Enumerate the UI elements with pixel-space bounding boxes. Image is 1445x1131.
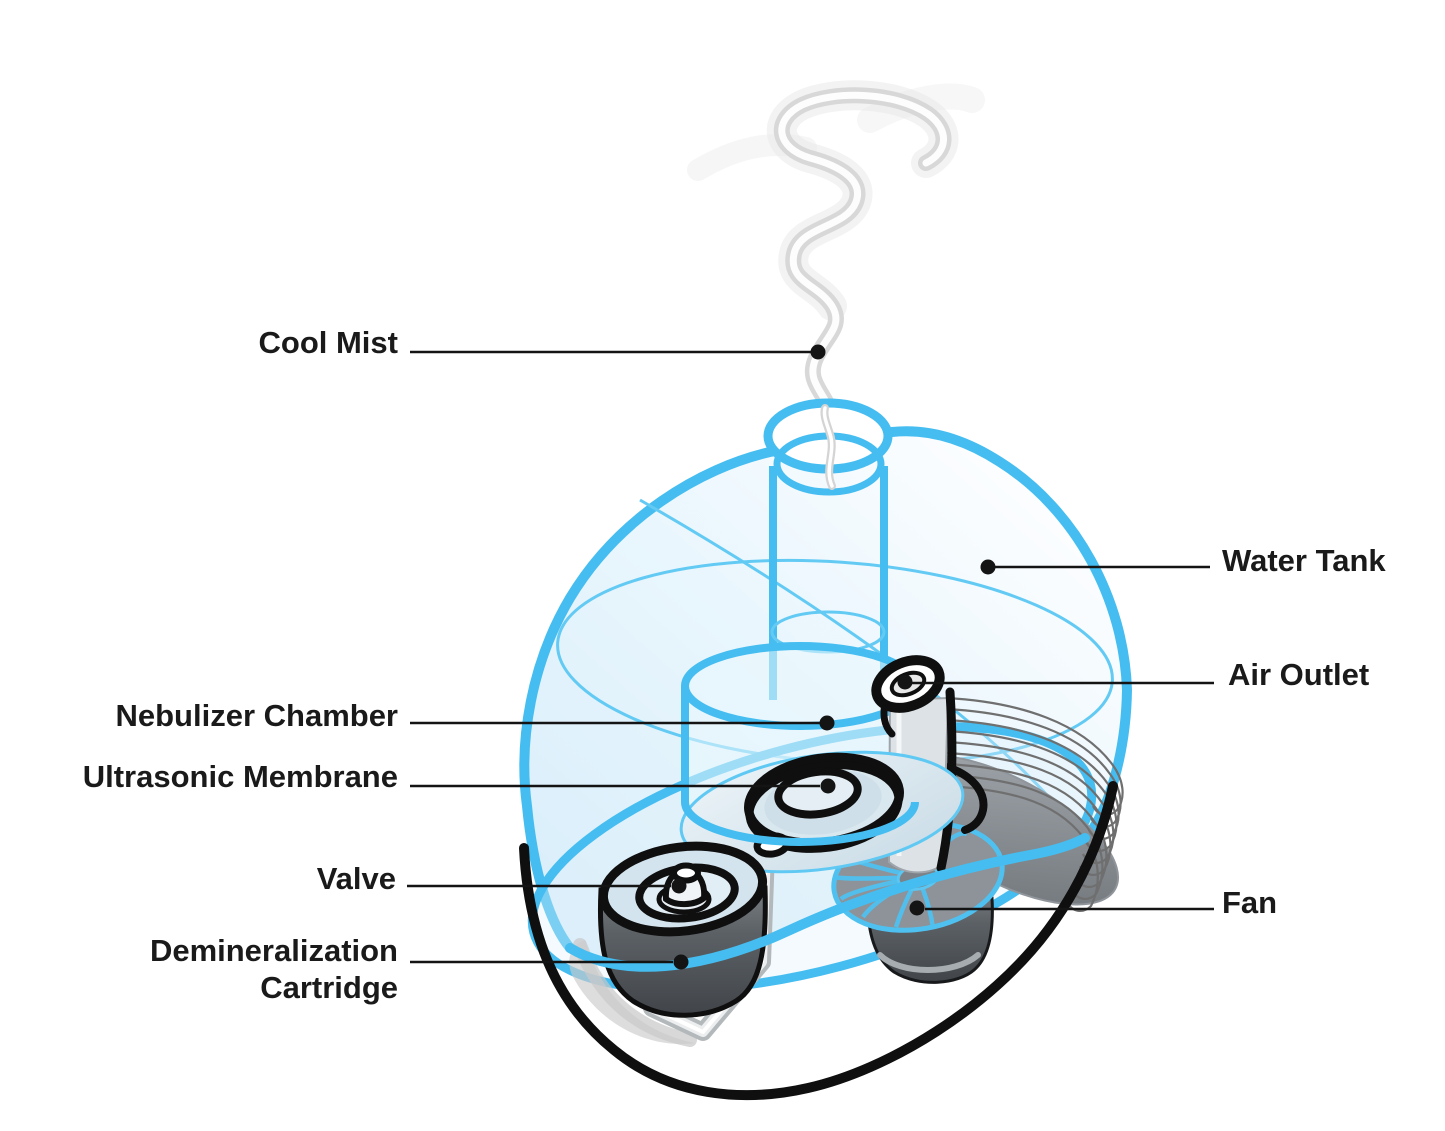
label-nebulizer-chamber: Nebulizer Chamber	[115, 698, 398, 733]
label-cool-mist: Cool Mist	[259, 325, 399, 360]
cool-mist-vapor	[687, 80, 985, 478]
chamber-bottom-rim	[681, 801, 919, 846]
membrane-inner-ring	[774, 767, 862, 819]
fan-drum-bottom-light	[877, 952, 981, 973]
label-demineralization-line2: Cartridge	[260, 970, 398, 1005]
valve-tip	[671, 862, 701, 884]
label-air-outlet: Air Outlet	[1228, 657, 1369, 692]
membrane-puck-side	[745, 761, 903, 853]
label-ultrasonic-membrane: Ultrasonic Membrane	[83, 759, 398, 794]
label-water-tank: Water Tank	[1222, 543, 1386, 578]
label-fan: Fan	[1222, 885, 1277, 920]
label-valve: Valve	[317, 861, 396, 896]
base-outline	[519, 781, 1118, 1101]
dot-water-tank	[980, 559, 996, 575]
tank-front-rim	[565, 833, 1090, 972]
mist-tail-core	[822, 406, 834, 488]
dot-air-outlet	[897, 674, 913, 690]
dot-ultrasonic-membrane	[820, 778, 836, 794]
mist-core	[778, 91, 947, 474]
leader-lines	[407, 344, 1214, 970]
dot-nebulizer-chamber	[819, 715, 835, 731]
dot-fan	[909, 900, 925, 916]
label-demineralization-line1: Demineralization	[150, 933, 398, 968]
dot-cool-mist	[810, 344, 826, 360]
labels: Cool Mist Water Tank Air Outlet Nebulize…	[83, 325, 1387, 1005]
dot-valve	[671, 878, 687, 894]
dot-demineralization	[673, 954, 689, 970]
